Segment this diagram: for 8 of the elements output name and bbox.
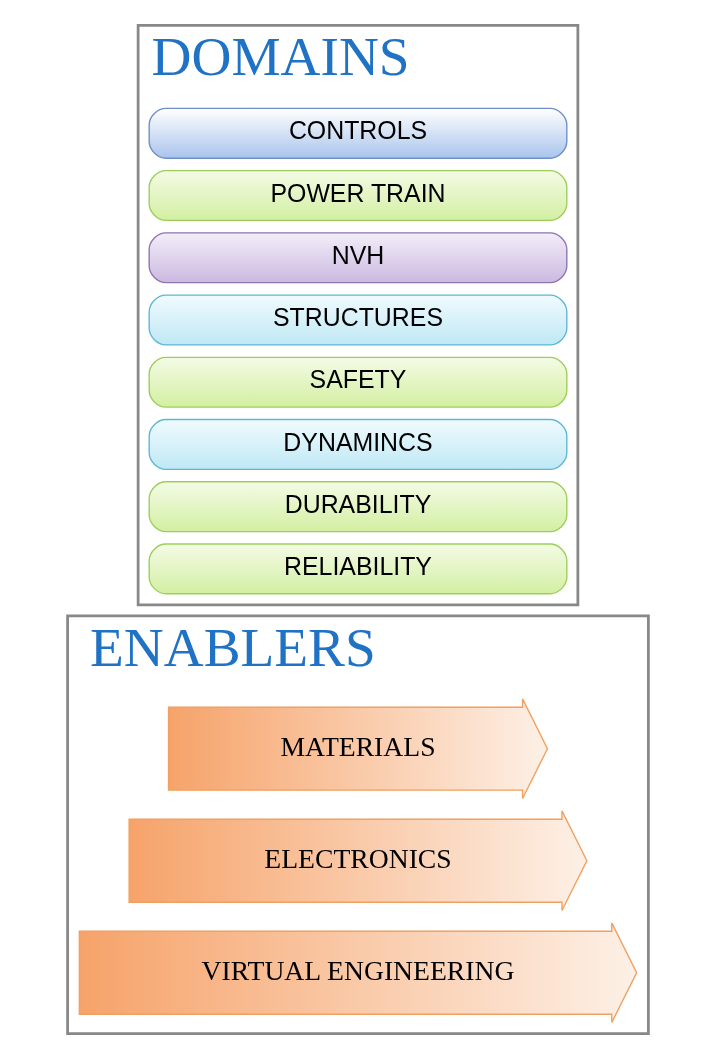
node-box: RELIABILITY — [148, 543, 568, 595]
node-box: NVH — [148, 232, 568, 284]
node-box: POWER TRAIN — [148, 169, 568, 222]
node-box: SAFETY — [148, 356, 568, 408]
node-box: STRUCTURES — [148, 294, 568, 346]
node-box: CONTROLS — [148, 107, 568, 159]
node-box: DURABILITY — [148, 481, 568, 533]
node-box: DYNAMINCS — [148, 418, 568, 471]
